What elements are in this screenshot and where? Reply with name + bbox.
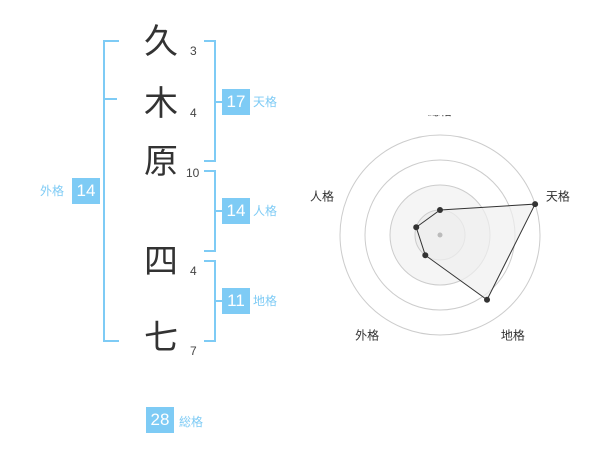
radar-axis-label-4: 人格 [310,189,334,204]
tenkaku-value: 17 [222,89,250,115]
radar-axis-label-2: 地格 [501,327,525,342]
radar-center [437,232,443,238]
jinkaku-connector [214,210,222,212]
stroke-count-surname-1: 3 [190,44,197,58]
gaikaku-label: 外格 [40,184,65,198]
gaikaku-bracket-tick [103,98,117,100]
tenkaku-label: 天格 [253,95,278,109]
jinkaku-value: 14 [222,198,250,224]
radar-axis-label-0: 総格 [428,115,452,118]
stroke-count-given-1: 4 [190,264,197,278]
soukaku-value: 28 [146,407,174,433]
radar-point-3 [422,252,429,259]
soukaku-label: 総格 [179,415,204,429]
stroke-count-surname-2: 4 [190,106,197,120]
chikaku-value: 11 [222,288,250,314]
surname-char-2: 木 [144,84,178,124]
chikaku-connector [214,300,222,302]
radar-axis-label-1: 天格 [546,189,570,204]
radar-point-0 [437,207,443,213]
jinkaku-label: 人格 [253,204,278,218]
given-char-1: 四 [144,242,178,282]
gaikaku-bracket [103,40,119,342]
radar-point-2 [484,296,491,303]
radar-point-1 [532,201,539,208]
chikaku-label: 地格 [253,294,278,308]
radar-area [415,203,536,301]
surname-char-3: 原 [144,142,178,182]
gaikaku-value: 14 [72,178,100,204]
given-char-2: 七 [144,318,178,358]
stroke-count-given-2: 7 [190,344,197,358]
stroke-count-surname-3: 10 [186,166,200,180]
tenkaku-connector [214,101,222,103]
surname-char-1: 久 [144,22,178,62]
radar-axis-label-3: 外格 [355,327,379,342]
radar-point-4 [413,224,420,231]
